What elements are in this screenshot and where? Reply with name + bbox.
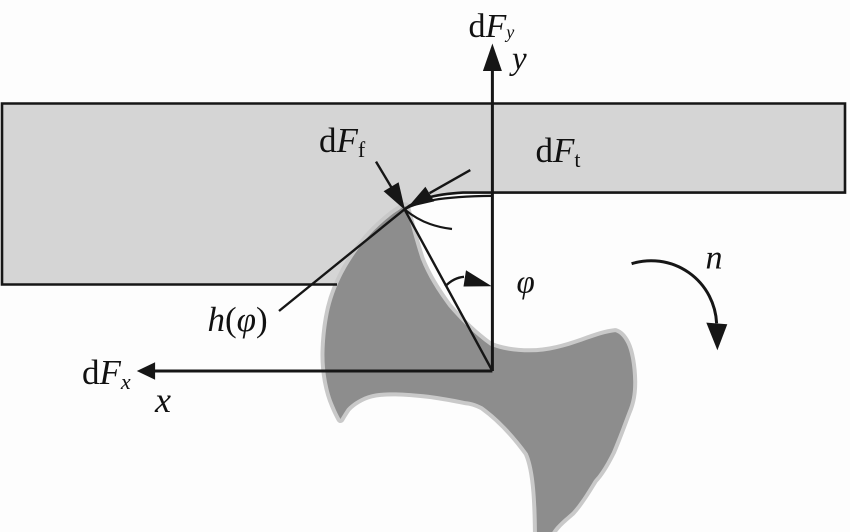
svg-text:φ: φ [517, 265, 535, 301]
svg-text:h(φ): h(φ) [208, 300, 268, 339]
svg-text:y: y [509, 41, 527, 77]
svg-text:dFf: dFf [319, 121, 366, 162]
svg-text:dFt: dFt [536, 131, 581, 172]
svg-text:n: n [706, 240, 723, 277]
svg-text:dFy: dFy [469, 8, 515, 45]
svg-text:dFx: dFx [82, 353, 131, 394]
svg-text:x: x [154, 380, 171, 420]
